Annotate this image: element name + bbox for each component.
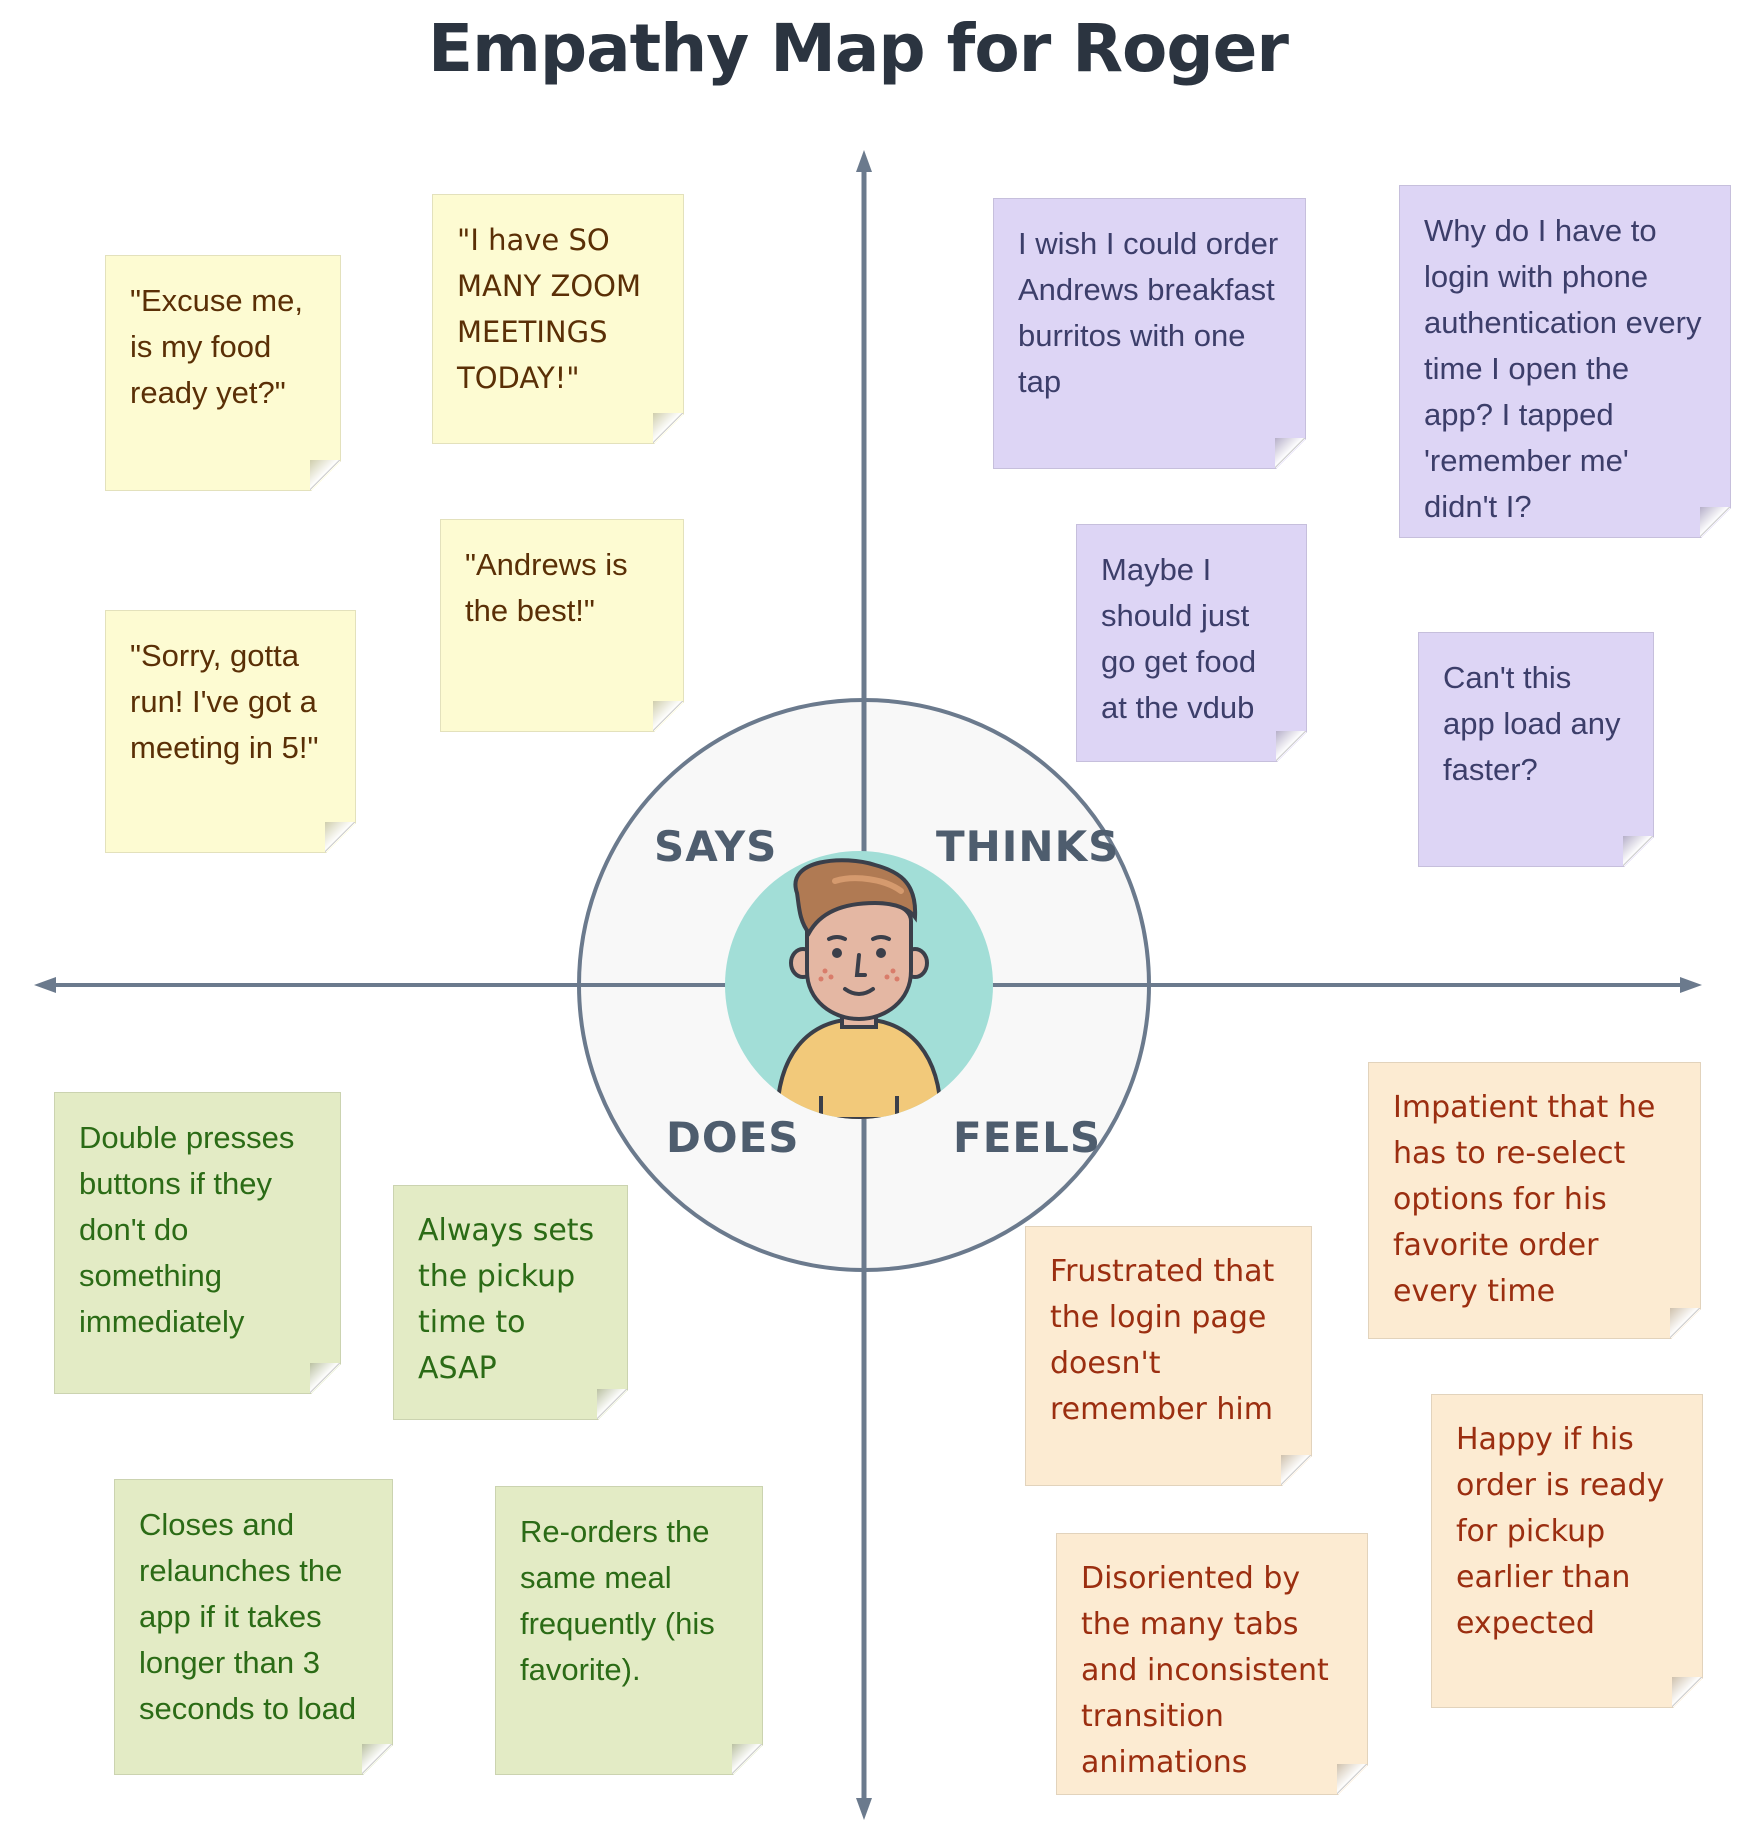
note-text: "Sorry, gotta run! I've got a meeting in…	[130, 638, 319, 765]
note-text: Re-orders the same meal frequently (his …	[520, 1514, 715, 1687]
thinks-note: Maybe I should just go get food at the v…	[1076, 524, 1307, 762]
quadrant-label-does: DOES	[666, 1113, 800, 1162]
note-text: Maybe I should just go get food at the v…	[1101, 552, 1257, 725]
note-text: "Andrews is the best!"	[465, 547, 628, 628]
note-text: Can't this app load any faster?	[1443, 660, 1621, 787]
says-note: "Andrews is the best!"	[440, 519, 684, 732]
feels-note: Frustrated that the login page doesn't r…	[1025, 1226, 1312, 1486]
note-text: Closes and relaunches the app if it take…	[139, 1507, 357, 1726]
says-note: "Excuse me, is my food ready yet?"	[105, 255, 341, 491]
note-text: Happy if his order is ready for pickup e…	[1456, 1422, 1665, 1641]
person-avatar-icon	[725, 851, 993, 1119]
quadrant-label-feels: FEELS	[953, 1113, 1102, 1162]
note-text: Disoriented by the many tabs and inconsi…	[1081, 1561, 1329, 1780]
note-text: Why do I have to login with phone authen…	[1424, 213, 1702, 524]
arrow-left-icon	[34, 977, 56, 993]
says-note: "Sorry, gotta run! I've got a meeting in…	[105, 610, 356, 853]
note-text: "Excuse me, is my food ready yet?"	[130, 283, 303, 410]
note-text: "I have SO MANY ZOOM MEETINGS TODAY!"	[457, 223, 642, 395]
arrow-down-icon	[856, 1798, 872, 1820]
thinks-note: Can't this app load any faster?	[1418, 632, 1654, 867]
says-note: "I have SO MANY ZOOM MEETINGS TODAY!"	[432, 194, 684, 444]
arrow-right-icon	[1680, 977, 1702, 993]
page-title: Empathy Map for Roger	[428, 10, 1289, 87]
does-note: Re-orders the same meal frequently (his …	[495, 1486, 763, 1775]
does-note: Closes and relaunches the app if it take…	[114, 1479, 393, 1775]
note-text: Always sets the pickup time to ASAP	[418, 1213, 595, 1386]
note-text: Frustrated that the login page doesn't r…	[1050, 1254, 1275, 1427]
feels-note: Disoriented by the many tabs and inconsi…	[1056, 1533, 1368, 1795]
note-text: Double presses buttons if they don't do …	[79, 1120, 295, 1339]
quadrant-label-thinks: THINKS	[936, 822, 1120, 871]
thinks-note: Why do I have to login with phone authen…	[1399, 185, 1731, 538]
quadrant-label-says: SAYS	[654, 822, 778, 871]
does-note: Double presses buttons if they don't do …	[54, 1092, 341, 1394]
feels-note: Happy if his order is ready for pickup e…	[1431, 1394, 1703, 1708]
arrow-up-icon	[856, 150, 872, 172]
feels-note: Impatient that he has to re-select optio…	[1368, 1062, 1701, 1339]
note-text: Impatient that he has to re-select optio…	[1393, 1090, 1656, 1309]
thinks-note: I wish I could order Andrews breakfast b…	[993, 198, 1306, 469]
note-text: I wish I could order Andrews breakfast b…	[1018, 226, 1279, 399]
does-note: Always sets the pickup time to ASAP	[393, 1185, 628, 1420]
